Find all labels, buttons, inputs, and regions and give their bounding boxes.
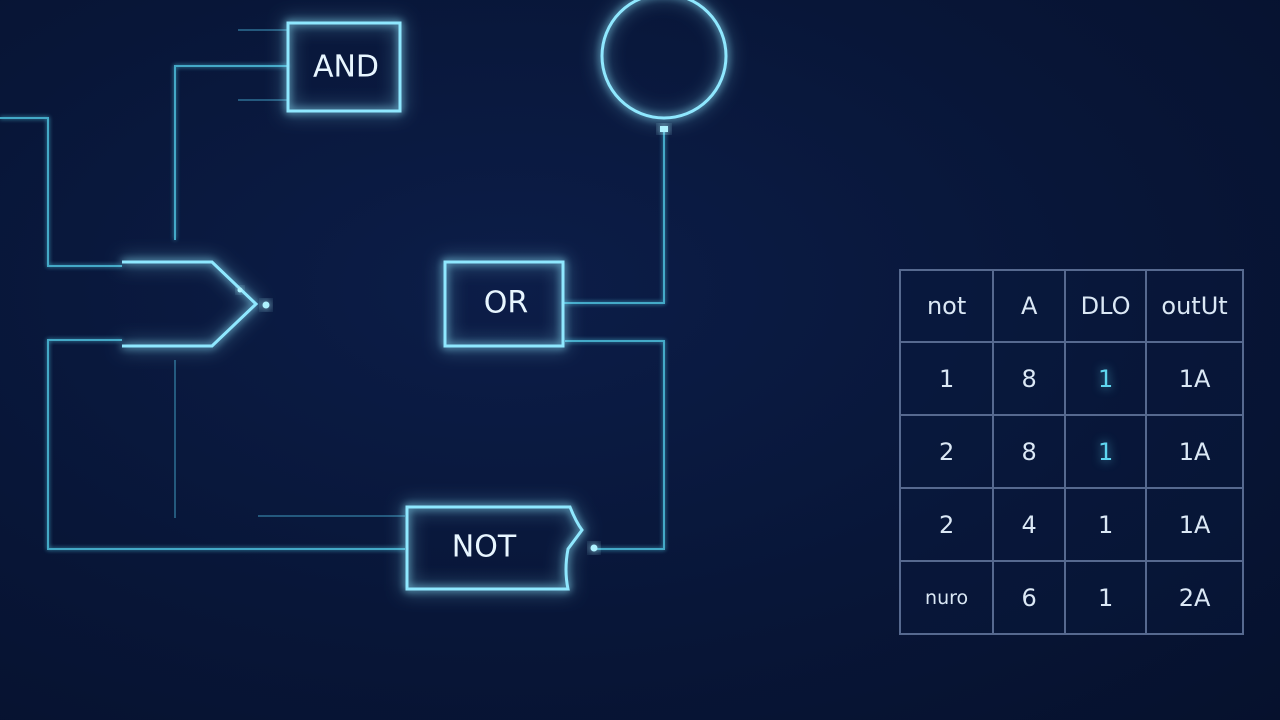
table-header-row: not A DLO outUt — [898, 269, 1244, 343]
table-cell: 1 — [1064, 341, 1148, 416]
not-output-node — [590, 544, 598, 552]
table-cell: 8 — [992, 414, 1067, 489]
wire-or-feedback — [565, 340, 665, 550]
table-cell: 1 — [898, 341, 995, 416]
table-cell: 1A — [1145, 487, 1244, 562]
table-header-cell: not — [898, 269, 995, 343]
table-cell: 2A — [1145, 560, 1244, 635]
table-cell: 1A — [1145, 341, 1244, 416]
table-cell: 1 — [1064, 560, 1148, 635]
table-cell: 1A — [1145, 414, 1244, 489]
table-row: 2 4 1 1A — [898, 487, 1244, 562]
pentagon-gate — [120, 248, 270, 360]
wire-and-feed-vertical — [174, 65, 288, 240]
table-cell: 1 — [1064, 487, 1148, 562]
or-gate-label: OR — [484, 286, 528, 321]
table-header-cell: outUt — [1145, 269, 1244, 343]
table-cell: 2 — [898, 414, 995, 489]
table-cell: nuro — [898, 560, 995, 635]
table-row: 2 8 1 1A — [898, 414, 1244, 489]
not-gate-label: NOT — [452, 530, 517, 565]
table-cell: 4 — [992, 487, 1067, 562]
table-header-cell: A — [992, 269, 1067, 343]
and-gate: AND — [286, 12, 402, 122]
table-header-cell: DLO — [1064, 269, 1148, 343]
table-row: 1 8 1 1A — [898, 341, 1244, 416]
table-cell: 2 — [898, 487, 995, 562]
table-row: nuro 6 1 2A — [898, 560, 1244, 635]
and-gate-label: AND — [313, 50, 379, 85]
table-cell: 6 — [992, 560, 1067, 635]
gate-output-node — [262, 301, 270, 309]
wire-left-input — [0, 117, 122, 267]
truth-table: not A DLO outUt 1 8 1 1A 2 8 1 1A 2 4 — [898, 269, 1244, 635]
wire-or-to-lamp — [563, 130, 665, 304]
gate-inner-node — [237, 287, 243, 293]
table-cell: 1 — [1064, 414, 1148, 489]
not-gate: NOT — [405, 505, 598, 591]
table-cell: 8 — [992, 341, 1067, 416]
or-gate: OR — [443, 260, 565, 348]
wire-bottom-loop — [47, 339, 405, 550]
wires — [0, 29, 665, 550]
output-lamp — [600, 0, 728, 132]
